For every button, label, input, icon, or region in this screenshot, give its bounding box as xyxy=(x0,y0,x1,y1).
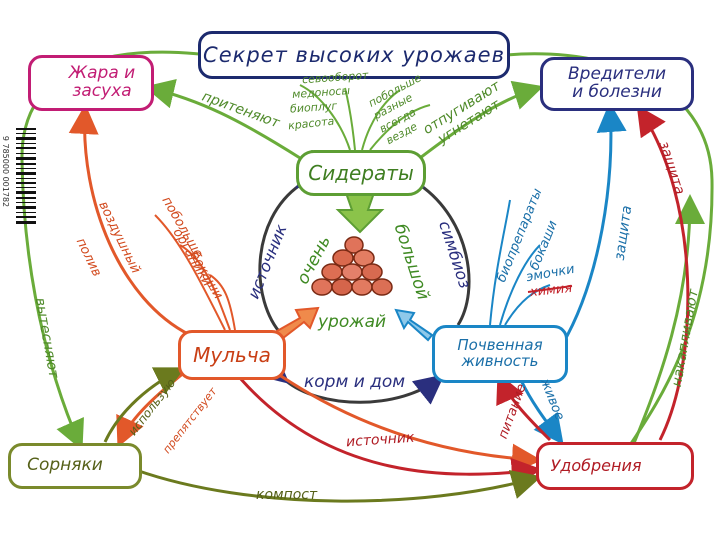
node-fertilizer-label: Удобрения xyxy=(550,455,642,475)
accumulate-line xyxy=(630,194,705,449)
node-weeds[interactable]: Сорняки xyxy=(8,443,142,489)
siderates-to-pests xyxy=(419,80,544,160)
page-title: Секрет высоких урожаев xyxy=(203,43,505,67)
weeds-to-mulch xyxy=(103,367,186,443)
node-soil-label: Почвенная живность xyxy=(457,336,543,370)
node-soil-life[interactable]: Почвенная живность xyxy=(432,325,568,383)
center-word-harvest: урожай xyxy=(318,312,387,332)
edge-label-feed-home: корм и дом xyxy=(304,372,406,392)
title-box: Секрет высоких урожаев xyxy=(198,31,510,79)
mulch-to-heat xyxy=(68,104,191,337)
soil-to-pests xyxy=(560,102,627,346)
node-pests-diseases[interactable]: Вредители и болезни xyxy=(540,57,694,111)
strike-line xyxy=(527,285,573,293)
soil-to-harvest xyxy=(394,308,434,342)
edge-label-compost: компост xyxy=(256,487,318,503)
compost-line xyxy=(135,468,542,503)
mulch-to-fertilizer-2 xyxy=(238,377,542,488)
siderates-to-heat xyxy=(144,79,301,160)
node-pests-label: Вредители и болезни xyxy=(568,64,666,102)
arc-source-left xyxy=(258,158,329,337)
node-mulch-label: Мульча xyxy=(193,342,271,367)
mulch-to-fertilizer xyxy=(274,370,542,474)
node-weeds-label: Сорняки xyxy=(27,455,103,476)
harvest-pile-icon xyxy=(311,236,393,296)
node-siderates-label: Сидераты xyxy=(308,160,414,185)
node-mulch[interactable]: Мульча xyxy=(178,330,286,380)
siderates-funnel xyxy=(335,189,385,234)
barcode-number: 9 785000 001782 xyxy=(1,135,11,208)
node-fertilizer[interactable]: Удобрения xyxy=(536,442,694,490)
barcode-icon xyxy=(16,128,36,224)
node-heat-drought[interactable]: Жара и засуха xyxy=(28,55,154,111)
node-heat-label: Жара и засуха xyxy=(68,63,136,101)
node-siderates[interactable]: Сидераты xyxy=(296,150,426,196)
fertilizer-to-pests xyxy=(636,105,690,441)
arc-symbiosis xyxy=(391,158,471,326)
fertilizer-to-soil xyxy=(496,372,552,442)
